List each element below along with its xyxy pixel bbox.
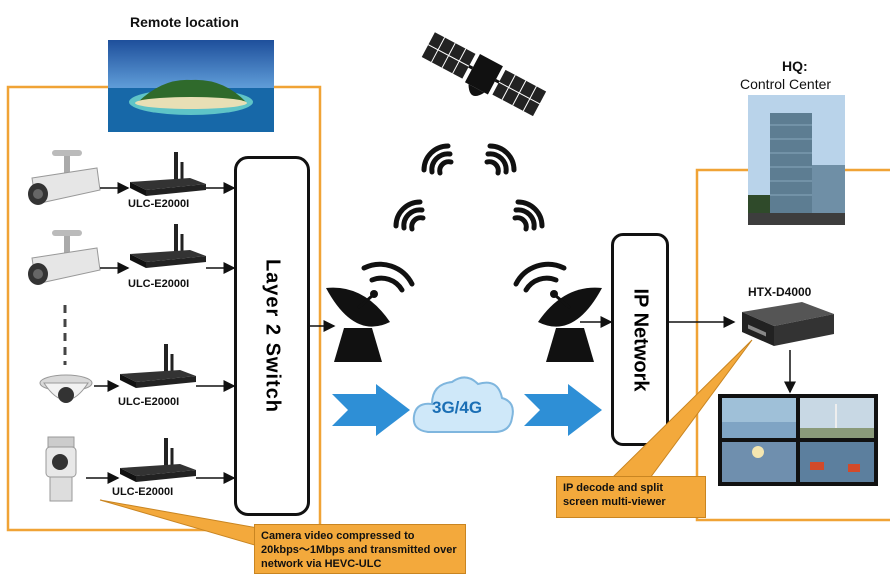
satellite-dish-right bbox=[513, 261, 602, 362]
flow-arrow-right bbox=[524, 384, 602, 436]
encoder-label-3: ULC-E2000I bbox=[118, 396, 180, 408]
decoder-device bbox=[742, 302, 834, 346]
hq-building-photo bbox=[748, 95, 845, 225]
multiviewer-monitor bbox=[718, 394, 878, 486]
signal-icon-4 bbox=[512, 199, 545, 232]
control-center-label: Control Center bbox=[740, 76, 832, 92]
satellite-dish-left bbox=[326, 261, 415, 362]
encoder-label-1: ULC-E2000I bbox=[128, 198, 190, 210]
signal-icon-3 bbox=[393, 199, 426, 232]
signal-icon-1 bbox=[421, 143, 454, 176]
box-camera-2 bbox=[28, 230, 101, 285]
encoder-device-1 bbox=[130, 152, 206, 196]
encoder-label-4: ULC-E2000I bbox=[112, 486, 174, 498]
callout-multiviewer: IP decode and split screen multi-viewer bbox=[556, 476, 706, 518]
flow-arrow-left bbox=[332, 384, 410, 436]
ip-network-box: IP Network bbox=[611, 233, 669, 446]
encoder-device-3 bbox=[120, 344, 196, 388]
layer2-switch-box: Layer 2 Switch bbox=[234, 156, 310, 516]
hq-label: HQ: bbox=[782, 58, 808, 74]
encoder-device-4 bbox=[120, 438, 196, 482]
encoder-device-2 bbox=[130, 224, 206, 268]
decoder-label: HTX-D4000 bbox=[748, 285, 812, 299]
ptz-camera bbox=[45, 436, 77, 502]
dome-camera bbox=[39, 374, 93, 403]
ellipsis-connector bbox=[63, 305, 67, 365]
callout-compression: Camera video compressed to 20kbps〜1Mbps … bbox=[254, 524, 466, 574]
cellular-label: 3G/4G bbox=[432, 398, 483, 417]
satellite-icon bbox=[421, 32, 547, 117]
signal-icon-2 bbox=[484, 143, 517, 176]
cloud-icon bbox=[412, 376, 514, 433]
box-camera-1 bbox=[28, 150, 101, 205]
encoder-label-2: ULC-E2000I bbox=[128, 278, 190, 290]
island-photo bbox=[108, 40, 274, 132]
remote-location-label: Remote location bbox=[130, 14, 239, 30]
